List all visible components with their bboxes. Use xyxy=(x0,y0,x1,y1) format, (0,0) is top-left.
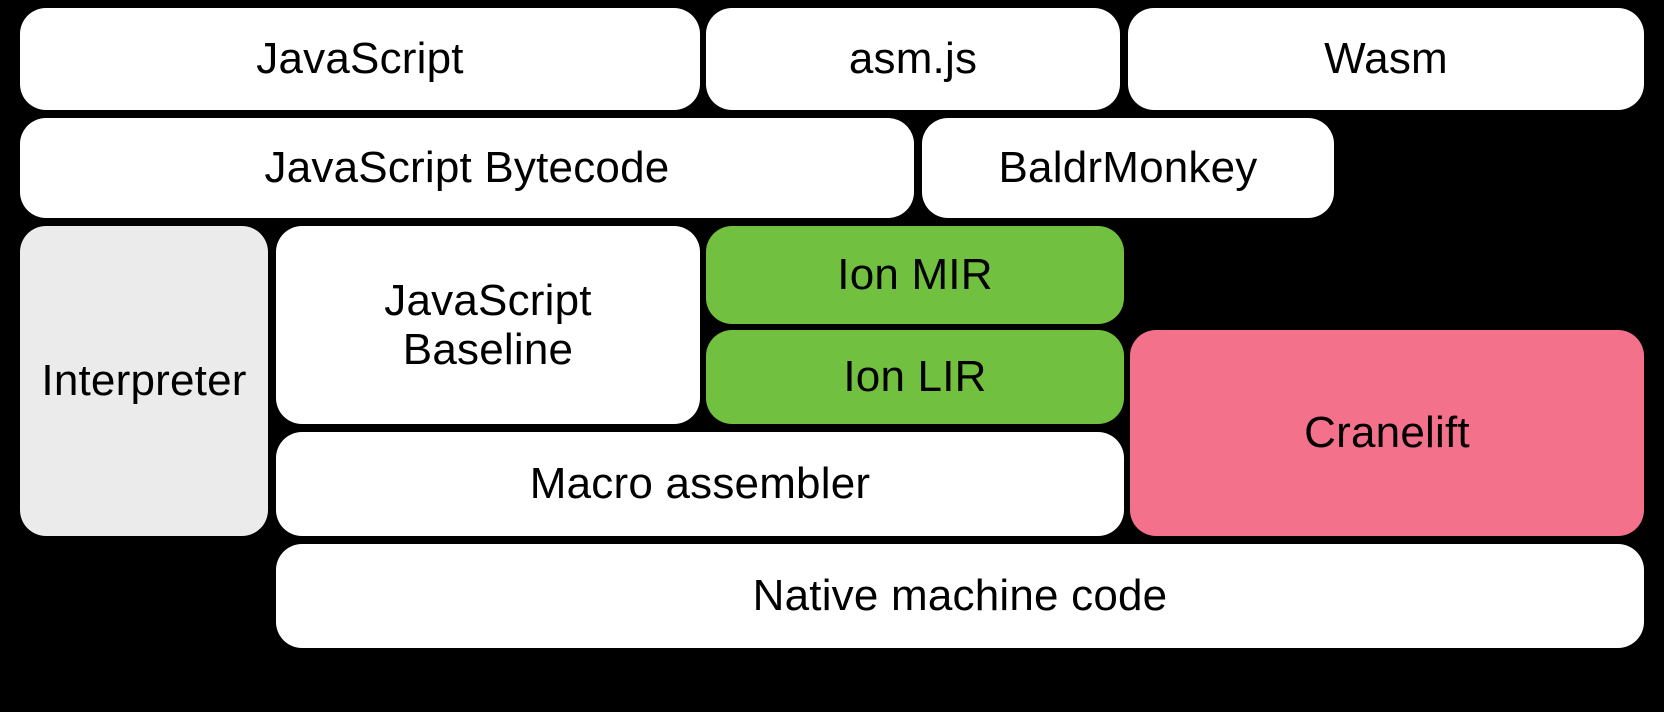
node-cranelift: Cranelift xyxy=(1130,330,1644,536)
node-interpreter: Interpreter xyxy=(20,226,268,536)
node-javascript-bytecode: JavaScript Bytecode xyxy=(20,118,914,218)
node-native-machine-code: Native machine code xyxy=(276,544,1644,648)
node-javascript: JavaScript xyxy=(20,8,700,110)
node-ion-lir: Ion LIR xyxy=(706,330,1124,424)
node-baldrmonkey: BaldrMonkey xyxy=(922,118,1334,218)
node-macro-assembler: Macro assembler xyxy=(276,432,1124,536)
node-ion-mir: Ion MIR xyxy=(706,226,1124,324)
node-asm-js: asm.js xyxy=(706,8,1120,110)
node-wasm: Wasm xyxy=(1128,8,1644,110)
node-javascript-baseline: JavaScript Baseline xyxy=(276,226,700,424)
